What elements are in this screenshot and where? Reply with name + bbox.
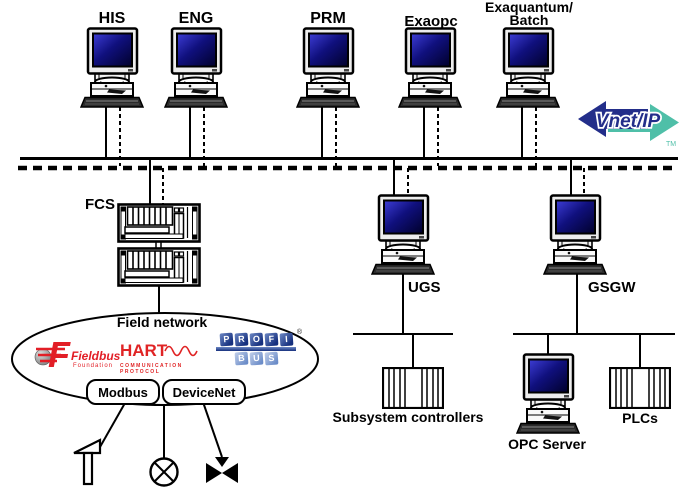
vnet-tm-text: TM [666, 141, 676, 148]
vnet-left-arrow-icon [578, 101, 648, 137]
fieldbus-f-mark: F [48, 335, 71, 375]
profibus-letter-o: O [249, 332, 263, 347]
ugs-connections [353, 159, 453, 368]
profibus-bar [216, 347, 296, 351]
exaquantum-workstation-icon [496, 27, 560, 109]
fcs-rack-1-icon [117, 203, 201, 243]
ugs-server-icon [371, 194, 435, 276]
fieldbus-speed-lines [36, 347, 65, 363]
vnet-logo-text: Vnet/IP [596, 111, 661, 132]
gsgw-label: GSGW [588, 279, 636, 296]
profibus-letter-i: I [279, 332, 293, 347]
exaopc-label: Exaopc [404, 13, 458, 30]
profibus-letter-s: S [264, 351, 278, 366]
hart-logo: HART COMMUNICATION PROTOCOL [120, 341, 202, 375]
vnet-ip-logo: Vnet/IP TM [578, 101, 679, 148]
field-network-title: Field network [116, 314, 208, 330]
plcs-icon [609, 367, 671, 409]
profibus-letter-p: P [219, 332, 233, 347]
fieldbus-name: Fieldbus [71, 349, 121, 363]
profibus-letter-f: F [264, 332, 278, 347]
workstation-drop-lines [105, 107, 537, 166]
devicenet-box: DeviceNet [162, 379, 246, 405]
prm-workstation-icon [296, 27, 360, 109]
flag-instrument-icon [73, 438, 102, 486]
hart-wave-icon [164, 345, 198, 357]
gsgw-connections [513, 159, 675, 368]
fieldbus-sub: Foundation [73, 363, 114, 369]
profibus-letter-u: U [249, 351, 263, 366]
control-valve-icon [206, 457, 238, 483]
profibus-letter-b: B [234, 351, 248, 366]
his-workstation-icon [80, 27, 144, 109]
his-label: HIS [98, 10, 126, 27]
eng-label: ENG [178, 10, 214, 27]
plcs-label: PLCs [622, 410, 658, 426]
fcs-label: FCS [85, 196, 115, 213]
eng-workstation-icon [164, 27, 228, 109]
subsystem-controllers-icon [382, 367, 444, 409]
opc-server-icon [516, 353, 580, 435]
hart-sub: COMMUNICATION PROTOCOL [120, 363, 183, 375]
profibus-registered-mark: ® [296, 329, 302, 336]
profibus-letter-r: R [234, 332, 248, 347]
gsgw-server-icon [543, 194, 607, 276]
ugs-label: UGS [408, 279, 441, 296]
valve-actuator-circle-icon [149, 457, 179, 487]
modbus-box: Modbus [86, 379, 160, 405]
exaopc-workstation-icon [398, 27, 462, 109]
exaquantum-batch-label: Exaquantum/ Batch [485, 0, 573, 28]
prm-label: PRM [310, 10, 346, 27]
fieldbus-foundation-logo: F Fieldbus Foundation [33, 334, 121, 375]
vnet-ip-bus [18, 157, 678, 171]
hart-name: HART [120, 341, 168, 360]
opc-server-label: OPC Server [508, 436, 586, 452]
fcs-rack-2-icon [117, 247, 201, 287]
profibus-logo: P R O F I ® B U S [212, 329, 302, 366]
field-device-lines [99, 401, 223, 459]
subsystem-controllers-label: Subsystem controllers [332, 409, 484, 425]
